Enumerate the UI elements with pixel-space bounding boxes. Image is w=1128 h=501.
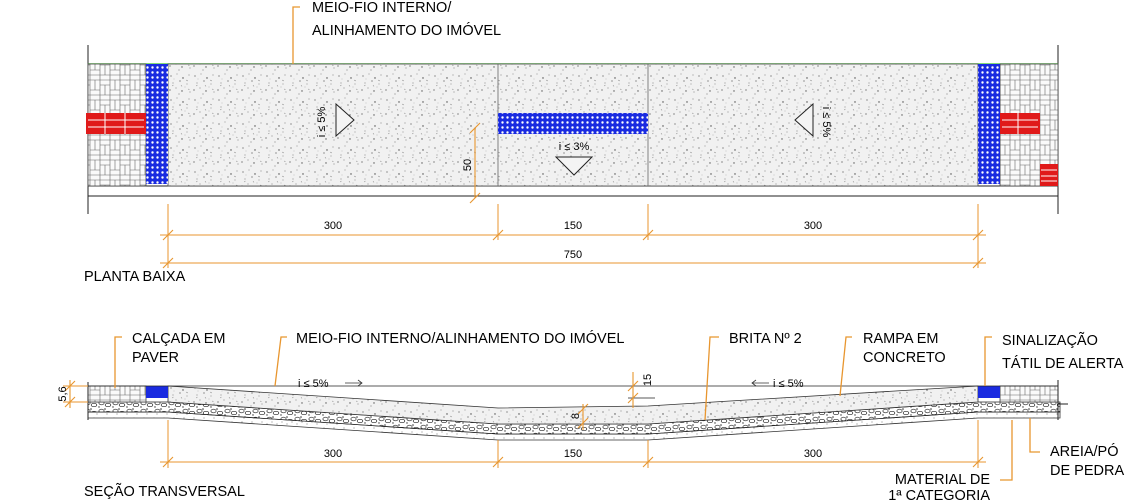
section-paver-left [87, 385, 147, 403]
plan-slope-right: i ≤ 5% [820, 107, 832, 138]
plan-dim-ticks2 [162, 257, 984, 269]
plan-slope-center: i ≤ 3% [559, 141, 590, 153]
section-label-sinal-1: SINALIZAÇÃO [1002, 332, 1098, 349]
concrete-ramp-section [167, 385, 979, 425]
section-paver-right [999, 385, 1059, 403]
plan-dim-center: 150 [564, 220, 582, 232]
plan-dim-vertical: 50 [462, 159, 474, 171]
plan-view: i ≤ 5% i ≤ 5% i ≤ 3% MEIO-FIO INTERNO/ A… [84, 0, 1059, 285]
section-label-meiofio: MEIO-FIO INTERNO/ALINHAMENTO DO IMÓVEL [296, 330, 624, 347]
section-label-rampa-1: RAMPA EM [863, 331, 938, 347]
plan-label-leader [292, 6, 300, 64]
section-label-areia-2: DE PEDRA [1050, 463, 1124, 479]
section-slope-right: i ≤ 5% [773, 378, 804, 390]
plan-label-line2: ALINHAMENTO DO IMÓVEL [312, 22, 501, 39]
leader-rampa [839, 336, 852, 397]
section-tactile-left [146, 386, 168, 398]
section-dim-left-height: 5,6 [57, 386, 69, 401]
tactile-strip-right [978, 64, 1000, 184]
tactile-strip-center [498, 113, 648, 134]
section-extension-lines [167, 420, 979, 468]
section-dim-left: 300 [324, 448, 342, 460]
section-view: i ≤ 5% i ≤ 5% CALÇADA EM PAVER MEIO-FIO … [57, 330, 1124, 501]
section-dim-right-height: 15 [642, 374, 654, 386]
leader-material [1000, 420, 1013, 481]
plan-title: PLANTA BAIXA [84, 269, 186, 285]
section-label-material-1: MATERIAL DE [895, 472, 990, 488]
red-block-small [1040, 164, 1058, 186]
section-slope-left: i ≤ 5% [298, 378, 329, 390]
tactile-strip-left [146, 64, 168, 184]
plan-dim-total: 750 [564, 249, 582, 261]
plan-label-line1: MEIO-FIO INTERNO/ [312, 0, 452, 16]
section-tactile-right [978, 386, 1000, 398]
section-dim-right: 300 [804, 448, 822, 460]
slope-arrow-left [335, 102, 355, 138]
section-label-rampa-2: CONCRETO [863, 350, 946, 366]
leader-areia [1029, 418, 1040, 453]
plan-dim-right: 300 [804, 220, 822, 232]
section-label-calcada-1: CALÇADA EM [132, 331, 225, 347]
section-title: SEÇÃO TRANSVERSAL [84, 483, 245, 500]
section-slope-arrow-left [345, 379, 363, 387]
leader-brita [704, 336, 719, 421]
section-slope-arrow-right [751, 379, 769, 387]
section-label-sinal-2: TÁTIL DE ALERTA [1002, 355, 1124, 372]
section-label-areia-1: AREIA/PÓ [1050, 443, 1119, 460]
red-block-left [86, 113, 146, 134]
plan-extension-lines [167, 204, 979, 268]
slope-arrow-center [554, 156, 594, 176]
leader-calcada [114, 336, 122, 388]
leader-sinalizacao [984, 336, 992, 386]
red-block-right [1000, 113, 1040, 134]
section-label-material-2: 1ª CATEGORIA [888, 488, 990, 501]
plan-dim-left: 300 [324, 220, 342, 232]
section-dim-center: 150 [564, 448, 582, 460]
section-dim-ticks [162, 456, 984, 468]
section-dim-center-depth: 8 [570, 413, 582, 419]
plan-dim-ticks1 [162, 229, 984, 241]
leader-meiofio [274, 336, 287, 387]
plan-slope-left: i ≤ 5% [316, 107, 328, 138]
slope-arrow-right [794, 102, 814, 138]
section-label-brita: BRITA Nº 2 [729, 331, 802, 347]
section-label-calcada-2: PAVER [132, 350, 179, 366]
